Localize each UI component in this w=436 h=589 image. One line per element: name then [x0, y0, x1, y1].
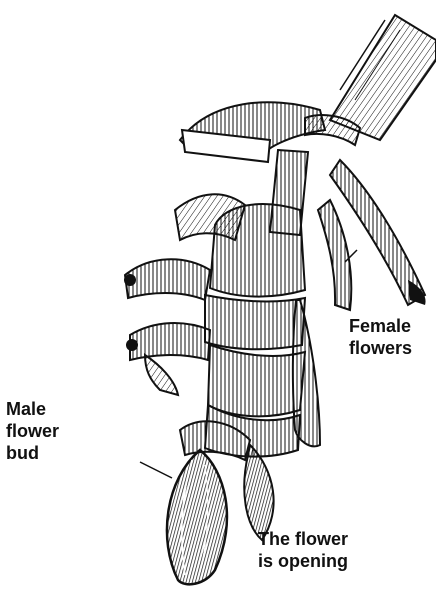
- female-flower-cluster: [293, 160, 426, 446]
- flower-opening-label: The flower is opening: [258, 528, 348, 572]
- male-flower-bud-label: Male flower bud: [6, 398, 59, 464]
- male-flower-bud: [167, 450, 227, 584]
- opening-label-line-2: is opening: [258, 550, 348, 572]
- male-label-line-3: bud: [6, 442, 59, 464]
- opening-label-line-1: The flower: [258, 528, 348, 550]
- male-label-line-1: Male: [6, 398, 59, 420]
- female-label-line-2: flowers: [349, 337, 412, 359]
- callout-lines: [140, 462, 172, 478]
- male-label-line-2: flower: [6, 420, 59, 442]
- female-label-line-1: Female: [349, 315, 412, 337]
- female-flowers-label: Female flowers: [349, 315, 412, 359]
